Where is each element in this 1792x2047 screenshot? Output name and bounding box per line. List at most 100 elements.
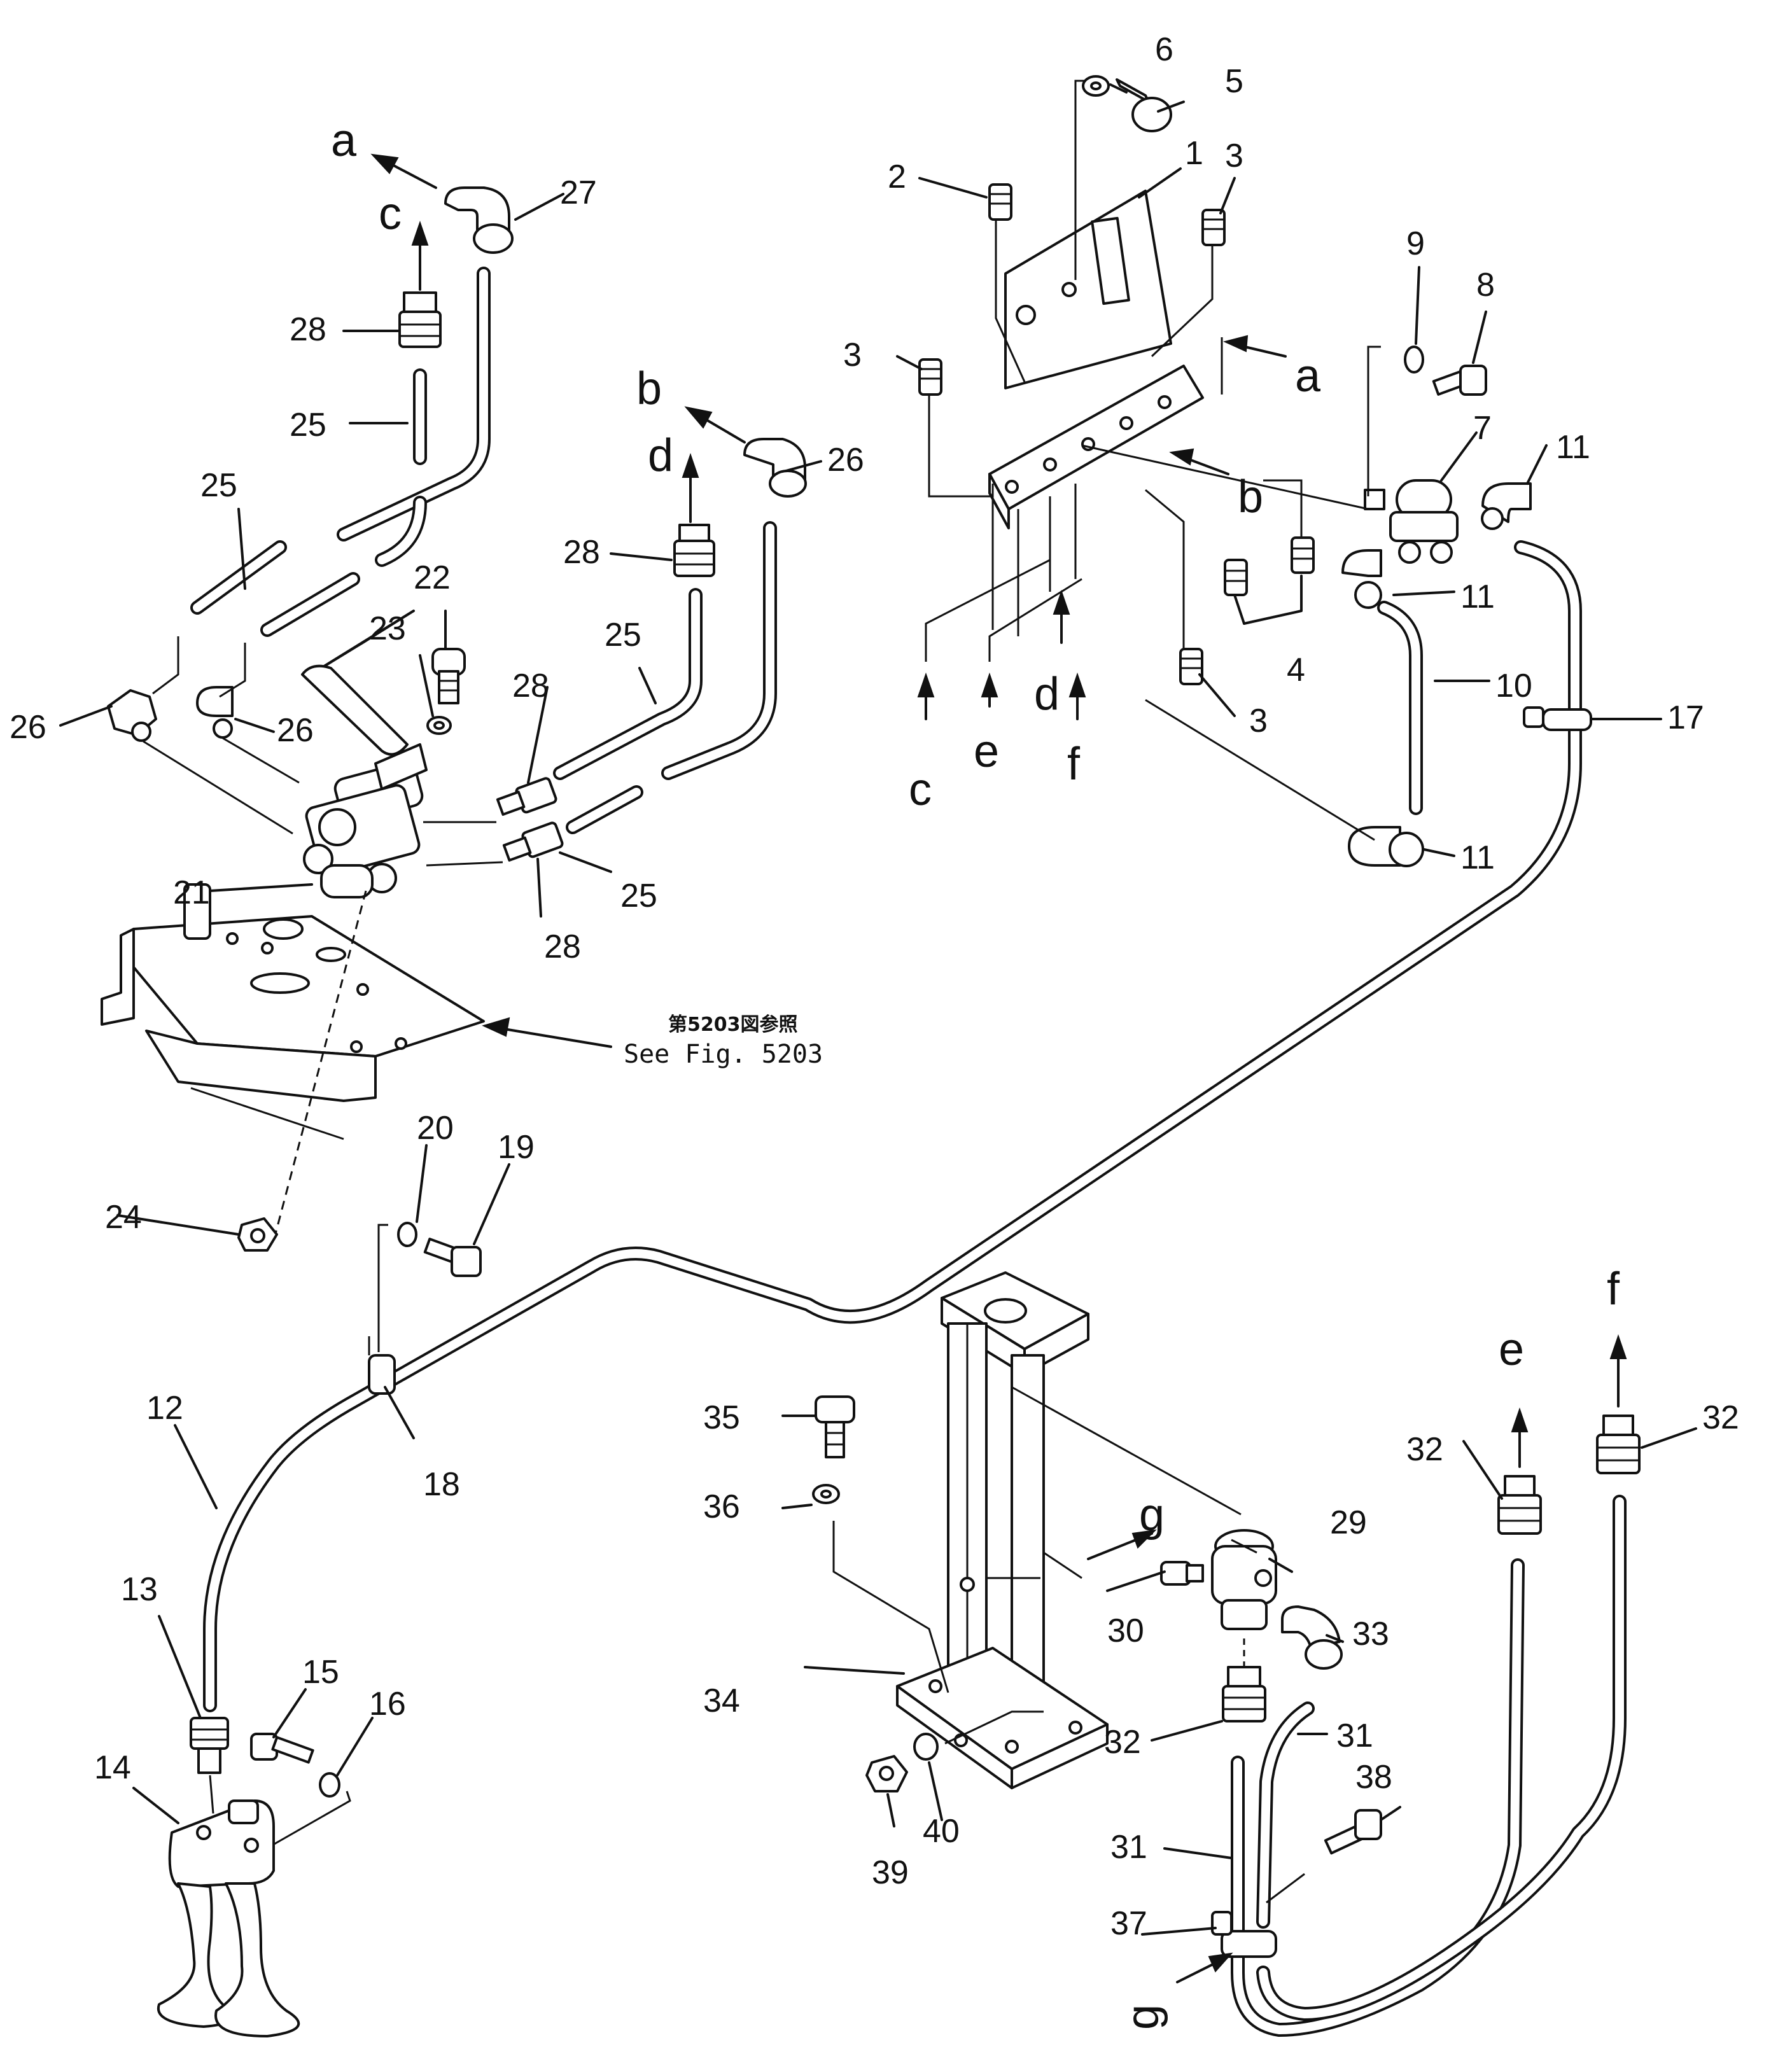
callout-32: 32 (1406, 1431, 1443, 1468)
nut-39 (865, 1755, 908, 1792)
callout-10: 10 (1495, 667, 1532, 704)
callout-2: 2 (888, 158, 906, 195)
washer-6 (1082, 75, 1110, 97)
elbow-26-left-b (196, 686, 234, 739)
callout-11: 11 (1460, 578, 1495, 615)
bolt-8 (1432, 365, 1487, 396)
elbow-11-mid (1341, 549, 1382, 609)
callout-39: 39 (872, 1854, 909, 1891)
callout-33: 33 (1352, 1616, 1389, 1652)
plug-3-left (918, 358, 942, 396)
clamp-17 (1523, 706, 1592, 731)
adapter-28-c (496, 777, 557, 816)
callout-35: 35 (703, 1399, 740, 1436)
callout-3: 3 (1249, 702, 1268, 739)
callout-32: 32 (1104, 1724, 1141, 1761)
callout-13: 13 (121, 1571, 158, 1608)
elbow-11-bottom (1348, 826, 1424, 867)
callout-17: 17 (1667, 699, 1704, 736)
callout-30: 30 (1107, 1612, 1144, 1649)
clamp-37 (1211, 1911, 1277, 1958)
callout-9: 9 (1406, 225, 1425, 262)
callout-20: 20 (417, 1110, 454, 1147)
connection-e-top: e (974, 726, 999, 777)
washer-36 (812, 1484, 840, 1504)
callout-21: 21 (173, 874, 210, 911)
callout-5: 5 (1225, 63, 1243, 100)
connection-g-top: g (1139, 1490, 1165, 1540)
callout-28: 28 (512, 667, 549, 704)
plug-3-top (1201, 209, 1226, 246)
bolt-38 (1324, 1809, 1382, 1855)
adapter-28-d (502, 821, 564, 862)
callout-23: 23 (369, 610, 406, 647)
clamp-18 (368, 1336, 396, 1395)
connection-arrows (370, 153, 1627, 1983)
connection-letters: a a b b c c d d e e f f g g (331, 115, 1620, 2030)
connection-f-top: f (1067, 739, 1081, 790)
connection-c-right: c (909, 764, 932, 815)
callout-38: 38 (1355, 1759, 1392, 1796)
callout-16: 16 (369, 1686, 406, 1722)
callout-22: 22 (414, 559, 451, 596)
callout-6: 6 (1155, 31, 1173, 68)
washer-23 (426, 716, 452, 735)
callout-25: 25 (200, 467, 237, 504)
relief-valve-7 (1364, 479, 1459, 564)
elbow-26-left-a (107, 689, 157, 742)
callout-27: 27 (560, 174, 597, 211)
leader-lines (59, 83, 1697, 1936)
callout-28: 28 (290, 311, 326, 348)
elbow-27 (444, 186, 514, 254)
callout-18: 18 (423, 1466, 460, 1503)
callout-11: 11 (1460, 839, 1495, 876)
callout-19: 19 (498, 1129, 535, 1166)
elbow-33 (1281, 1605, 1343, 1670)
connection-f-bottom: f (1607, 1264, 1620, 1315)
mounting-plate-20 (101, 883, 485, 1140)
bolt-19 (423, 1238, 482, 1277)
callout-4: 4 (1287, 652, 1305, 688)
callout-36: 36 (703, 1488, 740, 1525)
callout-34: 34 (703, 1682, 740, 1719)
callout-37: 37 (1110, 1905, 1147, 1942)
washer-20 (397, 1222, 417, 1247)
callout-25: 25 (290, 407, 326, 444)
callout-14: 14 (94, 1749, 131, 1786)
part-callouts: 1 2 3 3 3 4 5 6 7 8 9 10 11 11 11 12 13 … (10, 31, 1739, 1942)
reference-note-english: See Fig. 5203 (624, 1040, 823, 1069)
callout-26: 26 (277, 712, 314, 749)
callout-1: 1 (1185, 135, 1203, 172)
connection-a-right: a (1295, 351, 1321, 402)
callout-31: 31 (1110, 1829, 1147, 1866)
callout-11: 11 (1556, 429, 1590, 466)
reference-note-japanese: 第5203図参照 (668, 1014, 798, 1036)
connection-b-right: b (1238, 472, 1263, 522)
elbow-11-top (1481, 482, 1532, 530)
connection-a-left: a (331, 115, 357, 166)
plug-2 (988, 183, 1012, 221)
adapter-32-f (1596, 1415, 1641, 1474)
connection-c-left: c (379, 188, 402, 239)
callout-31: 31 (1336, 1717, 1373, 1754)
reference-note: 第5203図参照 See Fig. 5203 (624, 1014, 823, 1069)
callout-40: 40 (923, 1813, 960, 1850)
callout-15: 15 (302, 1654, 339, 1691)
brake-valve-21 (301, 610, 428, 898)
adapter-28-b (673, 524, 715, 577)
nut-24 (237, 1217, 278, 1252)
callout-26: 26 (10, 709, 46, 746)
connection-d-left: d (648, 430, 673, 481)
bolt-35 (815, 1395, 855, 1458)
callout-7: 7 (1473, 410, 1492, 447)
callout-8: 8 (1476, 267, 1495, 304)
callout-3: 3 (1225, 137, 1243, 174)
air-horn-14 (157, 1799, 300, 2037)
connection-d-right: d (1034, 669, 1060, 720)
callout-25: 25 (605, 617, 641, 653)
adapter-32-e (1497, 1475, 1542, 1535)
callout-25: 25 (620, 877, 657, 914)
callout-32: 32 (1702, 1399, 1739, 1436)
plug-3-bottom (1179, 648, 1203, 685)
